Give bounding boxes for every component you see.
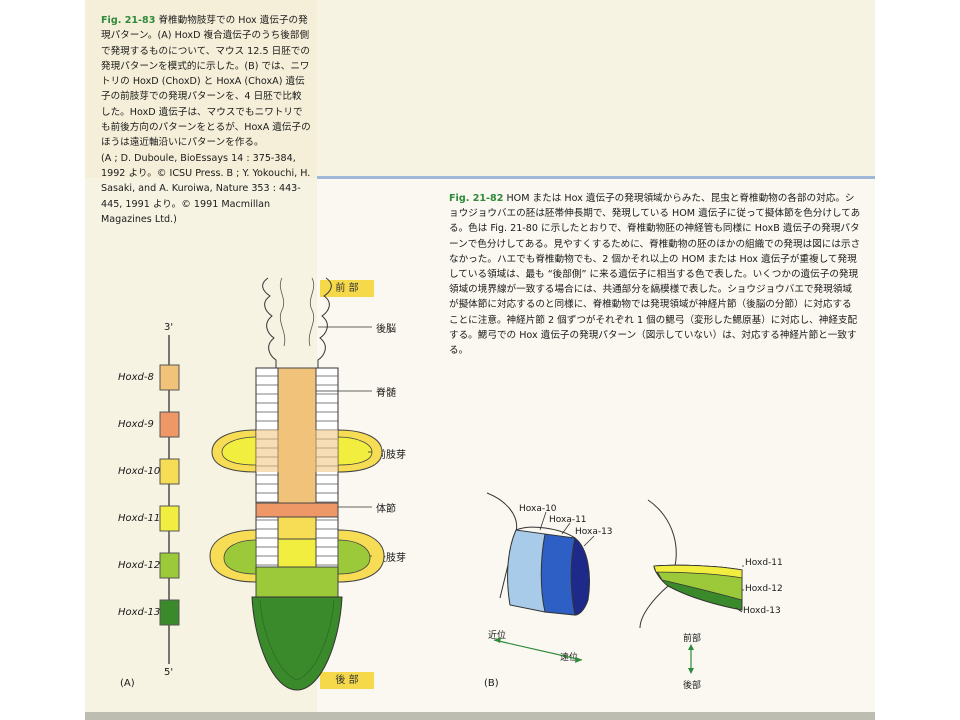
fig83-number: Fig. 21-83 (101, 15, 156, 26)
leader-hoxd13 (735, 607, 743, 613)
somite-hoxd9-band (255, 502, 339, 518)
tail-inner-line (259, 599, 335, 681)
somite-label: 体節 (376, 504, 396, 515)
hoxa-11-label: Hoxa-11 (549, 515, 587, 525)
fig82-caption-block: Fig. 21-82 HOM または Hox 遺伝子の発現領域からみた、昆虫と脊… (449, 191, 861, 358)
fig82-number: Fig. 21-82 (449, 193, 504, 204)
hoxd-limb-body-outline (639, 499, 677, 629)
hoxa-10-label: Hoxa-10 (519, 504, 557, 514)
leader-hoxa11 (561, 522, 571, 535)
posterior-b-label: 後部 (683, 681, 702, 691)
anterior-b-label: 前部 (683, 634, 702, 644)
scan-bottom-edge (85, 712, 875, 720)
hoxa-limb-top (515, 526, 576, 539)
trunk-hoxd12 (255, 566, 339, 598)
proximal-label: 近位 (488, 631, 507, 641)
panel-a-label: (A) (120, 678, 135, 689)
gene-label-hoxd-13: Hoxd-13 (118, 607, 161, 618)
hoxd11-domain (653, 564, 743, 579)
hindlimb-bud-label: 後肢芽 (376, 553, 406, 564)
gene-box-hoxd-10 (159, 458, 180, 485)
forelimb-bud-label: 前肢芽 (376, 450, 406, 461)
trunk-hoxd11 (277, 538, 317, 568)
gene-label-hoxd-12: Hoxd-12 (118, 560, 161, 571)
hoxa13-domain (570, 537, 590, 616)
hindbrain-left-outline (262, 277, 277, 376)
gene-box-hoxd-11 (159, 505, 180, 532)
hoxd-11-label: Hoxd-11 (745, 558, 783, 568)
hindlimb-left-inner (223, 539, 257, 575)
left-upper-page (85, 0, 317, 178)
gene-label-hoxd-10: Hoxd-10 (118, 466, 161, 477)
gene-label-hoxd-9: Hoxd-9 (118, 419, 154, 430)
forelimb-trunk-band (256, 430, 338, 472)
anterior-posterior-arrowheads (688, 644, 694, 674)
fig83-caption: 脊椎動物肢芽での Hox 遺伝子の発現パターン。(A) HoxD 複合遺伝子のう… (101, 15, 311, 149)
tail-hoxd13 (251, 596, 343, 691)
three-prime-label: 3' (164, 322, 174, 333)
gene-box-hoxd-9 (159, 411, 180, 438)
gene-label-hoxd-11: Hoxd-11 (118, 513, 161, 524)
fig83-reference: (A ; D. Duboule, BioEssays 14 : 375-384,… (101, 152, 311, 225)
hindlimb-right-inner (337, 539, 371, 575)
neural-fold-left (279, 277, 286, 347)
distal-label: 遠位 (560, 653, 579, 663)
hindbrain-right-outline (317, 277, 332, 376)
hoxd-13-label: Hoxd-13 (743, 606, 781, 616)
anterior-box: 前 部 (320, 280, 374, 297)
gene-box-hoxd-8 (159, 364, 180, 391)
leader-hoxa13 (583, 535, 595, 547)
spinal-cord-label: 脊髄 (376, 388, 396, 399)
right-lower-page (317, 178, 875, 712)
page-fold-line (317, 176, 875, 179)
hindbrain-label: 後脳 (376, 324, 396, 335)
hoxa-13-label: Hoxa-13 (575, 527, 613, 537)
hoxa10-domain (507, 529, 546, 613)
neural-fold-right (308, 277, 315, 347)
proximal-distal-arrow (493, 639, 583, 661)
gene-box-hoxd-13 (159, 599, 180, 626)
panel-b-label: (B) (484, 678, 499, 689)
posterior-box: 後 部 (320, 672, 374, 689)
gene-label-hoxd-8: Hoxd-8 (118, 372, 154, 383)
gene-boxes (159, 364, 180, 626)
fig83-caption-block: Fig. 21-83 脊椎動物肢芽での Hox 遺伝子の発現パターン。(A) H… (101, 13, 311, 227)
hoxd-12-label: Hoxd-12 (745, 584, 783, 594)
fig82-caption: HOM または Hox 遺伝子の発現領域からみた、昆虫と脊椎動物の各部の対応。シ… (449, 193, 861, 357)
hoxa11-domain (540, 533, 576, 616)
left-somite-column (255, 367, 279, 599)
gene-box-hoxd-12 (159, 552, 180, 579)
right-somite-column (315, 367, 339, 599)
forelimb-left-inner (221, 436, 257, 466)
leader-hoxa10 (539, 511, 547, 531)
five-prime-label: 5' (164, 667, 174, 678)
trunk-hoxd10 (277, 516, 317, 540)
